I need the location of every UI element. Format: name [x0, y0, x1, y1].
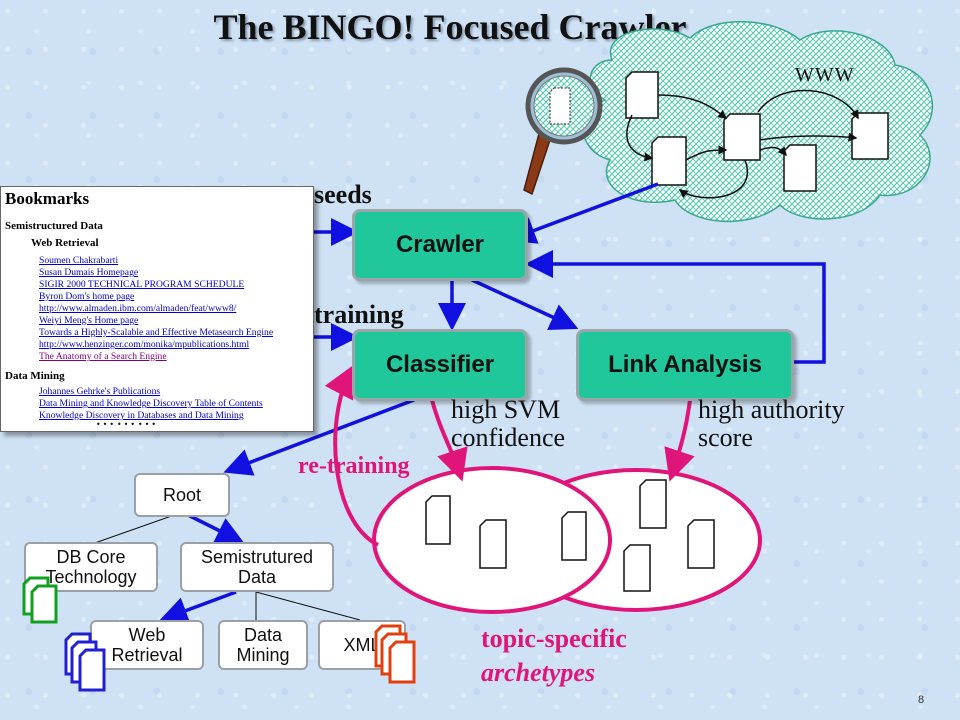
bookmark-link[interactable]: http://www.henzinger.com/monika/mpublica…: [39, 339, 250, 350]
bookmark-link[interactable]: Byron Dom's home page: [39, 291, 135, 302]
slide-title: The BINGO! Focused Crawler: [213, 7, 687, 47]
bookmarks-subsection-web-retrieval: Web Retrieval: [31, 237, 99, 249]
authority-score-line2: score: [698, 423, 753, 452]
page-number: 8: [918, 694, 925, 706]
bookmarks-link-list-1: Soumen Chakrabarti Susan Dumais Homepage…: [39, 255, 273, 363]
classifier-box: Classifier: [352, 329, 528, 401]
arrow-svm-to-archetypes: [430, 399, 468, 482]
bookmarks-panel: Bookmarks Semistructured Data Web Retrie…: [0, 186, 314, 432]
topic-specific-line: topic-specific: [481, 624, 627, 653]
arrow-root-to-semistructured: [183, 511, 245, 544]
semistructured-line2: Data: [237, 567, 277, 587]
topic-archetypes-label: topic-specific archetypes: [481, 622, 627, 690]
bookmark-link[interactable]: Weiyi Meng's Home page: [39, 315, 139, 326]
data-mining-line2: Mining: [236, 645, 290, 665]
bookmark-link[interactable]: Soumen Chakrabarti: [39, 255, 119, 266]
bookmark-link[interactable]: The Anatomy of a Search Engine: [39, 351, 167, 362]
web-link-arrows: [626, 89, 859, 199]
svm-confidence-line1: high SVM: [451, 395, 561, 424]
bookmark-link[interactable]: Data Mining and Knowledge Discovery Tabl…: [39, 398, 263, 409]
arrow-crawler-to-link-analysis: [471, 278, 579, 330]
bookmark-link[interactable]: http://www.almaden.ibm.com/almaden/feat/…: [39, 303, 237, 314]
tree-root-node: Root: [134, 473, 230, 517]
bookmarks-section-data-mining: Data Mining: [5, 370, 65, 382]
bookmark-link[interactable]: SIGIR 2000 TECHNICAL PROGRAM SCHEDULE: [39, 279, 245, 290]
arrow-retraining: [324, 364, 379, 547]
arrow-authority-to-archetypes: [664, 399, 695, 482]
tree-node-data-mining: Data Mining: [218, 620, 308, 670]
bookmark-link[interactable]: Towards a Highly-Scalable and Effective …: [39, 327, 274, 338]
bookmark-link[interactable]: Knowledge Discovery in Databases and Dat…: [39, 410, 244, 421]
arrow-link-analysis-to-crawler: [525, 250, 826, 364]
bookmark-link[interactable]: Johannes Gehrke's Publications: [39, 386, 161, 397]
web-retrieval-line2: Retrieval: [111, 645, 183, 665]
crawler-box: Crawler: [352, 209, 528, 281]
bookmarks-link-list-2: Johannes Gehrke's Publications Data Mini…: [39, 386, 263, 422]
www-label: WWW: [795, 64, 855, 86]
training-label: training: [314, 300, 404, 329]
tree-node-xml: XML: [318, 620, 406, 670]
archetypes-line: archetypes: [481, 658, 596, 687]
archetype-documents: [425, 479, 715, 592]
data-mining-line1: Data: [243, 625, 283, 645]
bookmarks-section-semistructured: Semistructured Data: [5, 220, 103, 232]
tree-node-semistructured: Semistrutured Data: [180, 542, 334, 592]
link-analysis-box: Link Analysis: [576, 329, 794, 401]
bookmark-arrows: [312, 218, 359, 351]
tree-node-db-core: DB Core Technology: [24, 542, 158, 592]
svm-confidence-line2: confidence: [451, 423, 566, 452]
arrow-www-to-crawler: [507, 182, 659, 244]
tree-connectors: [91, 512, 361, 621]
seeds-label: seeds: [314, 180, 372, 209]
web-page-graph: [625, 71, 889, 192]
arrow-semistructured-to-web: [159, 590, 237, 624]
bookmark-link[interactable]: Susan Dumais Homepage: [39, 267, 139, 278]
web-retrieval-line1: Web: [128, 625, 166, 645]
re-training-label: re-training: [298, 453, 410, 479]
authority-score-label: high authority score: [698, 396, 845, 452]
bookmarks-ellipsis: ………: [95, 408, 158, 430]
authority-score-line1: high authority: [698, 395, 845, 424]
arrow-classifier-to-root: [223, 398, 415, 476]
db-core-line1: DB Core: [56, 547, 126, 567]
semistructured-line1: Semistrutured: [200, 547, 314, 567]
bookmarks-title: Bookmarks: [5, 189, 90, 208]
tree-node-web-retrieval: Web Retrieval: [90, 620, 204, 670]
magnifier-icon: [523, 67, 603, 196]
db-core-line2: Technology: [45, 567, 137, 587]
svm-confidence-label: high SVM confidence: [451, 396, 565, 452]
